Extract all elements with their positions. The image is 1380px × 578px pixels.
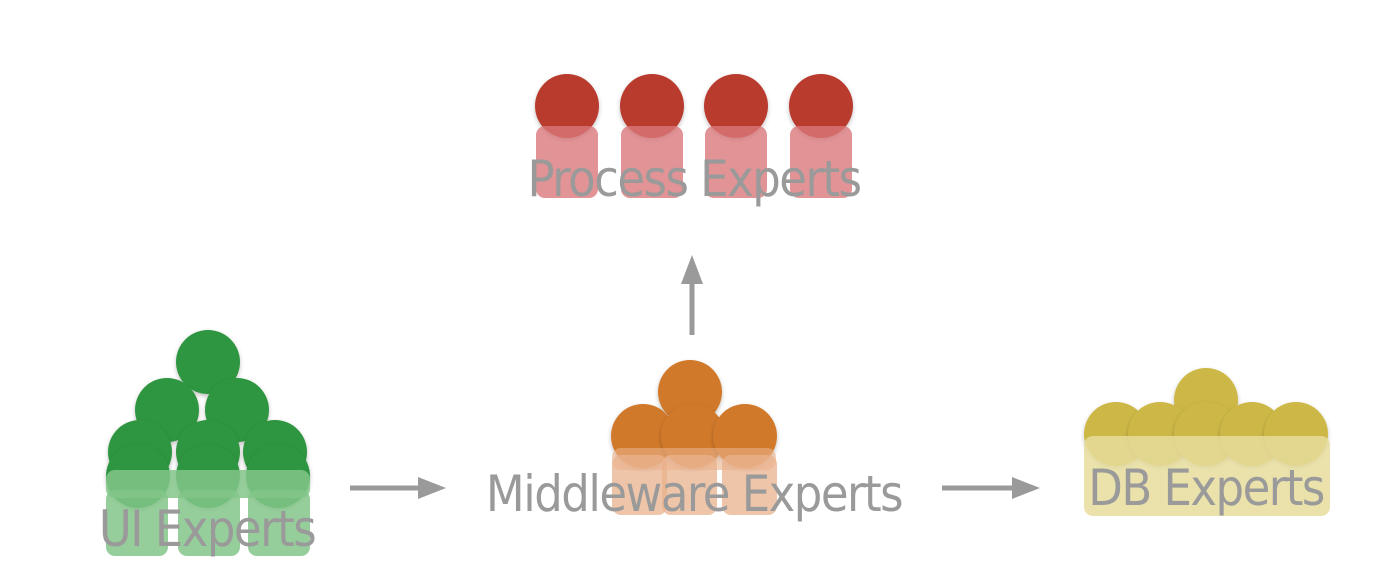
process-expert-body — [621, 126, 683, 198]
process-expert-head — [535, 74, 599, 138]
ui-expert-head — [176, 330, 240, 394]
process-expert-body — [705, 126, 767, 198]
arrow-middleware-to-process — [681, 255, 703, 335]
middleware-expert-body — [612, 455, 667, 515]
ui-experts-group — [106, 330, 310, 556]
ui-experts-label: UI Experts — [99, 500, 315, 558]
process-expert-head — [704, 74, 768, 138]
middleware-experts-label: Middleware Experts — [486, 465, 902, 523]
flow-arrows — [350, 255, 1040, 499]
db-experts-label: DB Experts — [1088, 459, 1324, 517]
middleware-expert-body — [662, 455, 717, 515]
ui-expert-body — [178, 490, 240, 556]
arrow-ui-to-middleware — [350, 477, 446, 499]
process-expert-head — [789, 74, 853, 138]
ui-expert-body — [248, 490, 310, 556]
process-expert-body — [790, 126, 852, 198]
process-expert-body — [536, 126, 598, 198]
middleware-experts-group — [611, 360, 777, 515]
process-experts-label: Process Experts — [527, 150, 860, 208]
ui-expert-body — [106, 490, 168, 556]
middleware-expert-body — [722, 455, 777, 515]
process-expert-head — [620, 74, 684, 138]
db-experts-group — [1084, 368, 1330, 516]
process-experts-group — [535, 74, 853, 198]
arrow-middleware-to-db — [942, 477, 1040, 499]
db-experts-body — [1084, 436, 1330, 516]
